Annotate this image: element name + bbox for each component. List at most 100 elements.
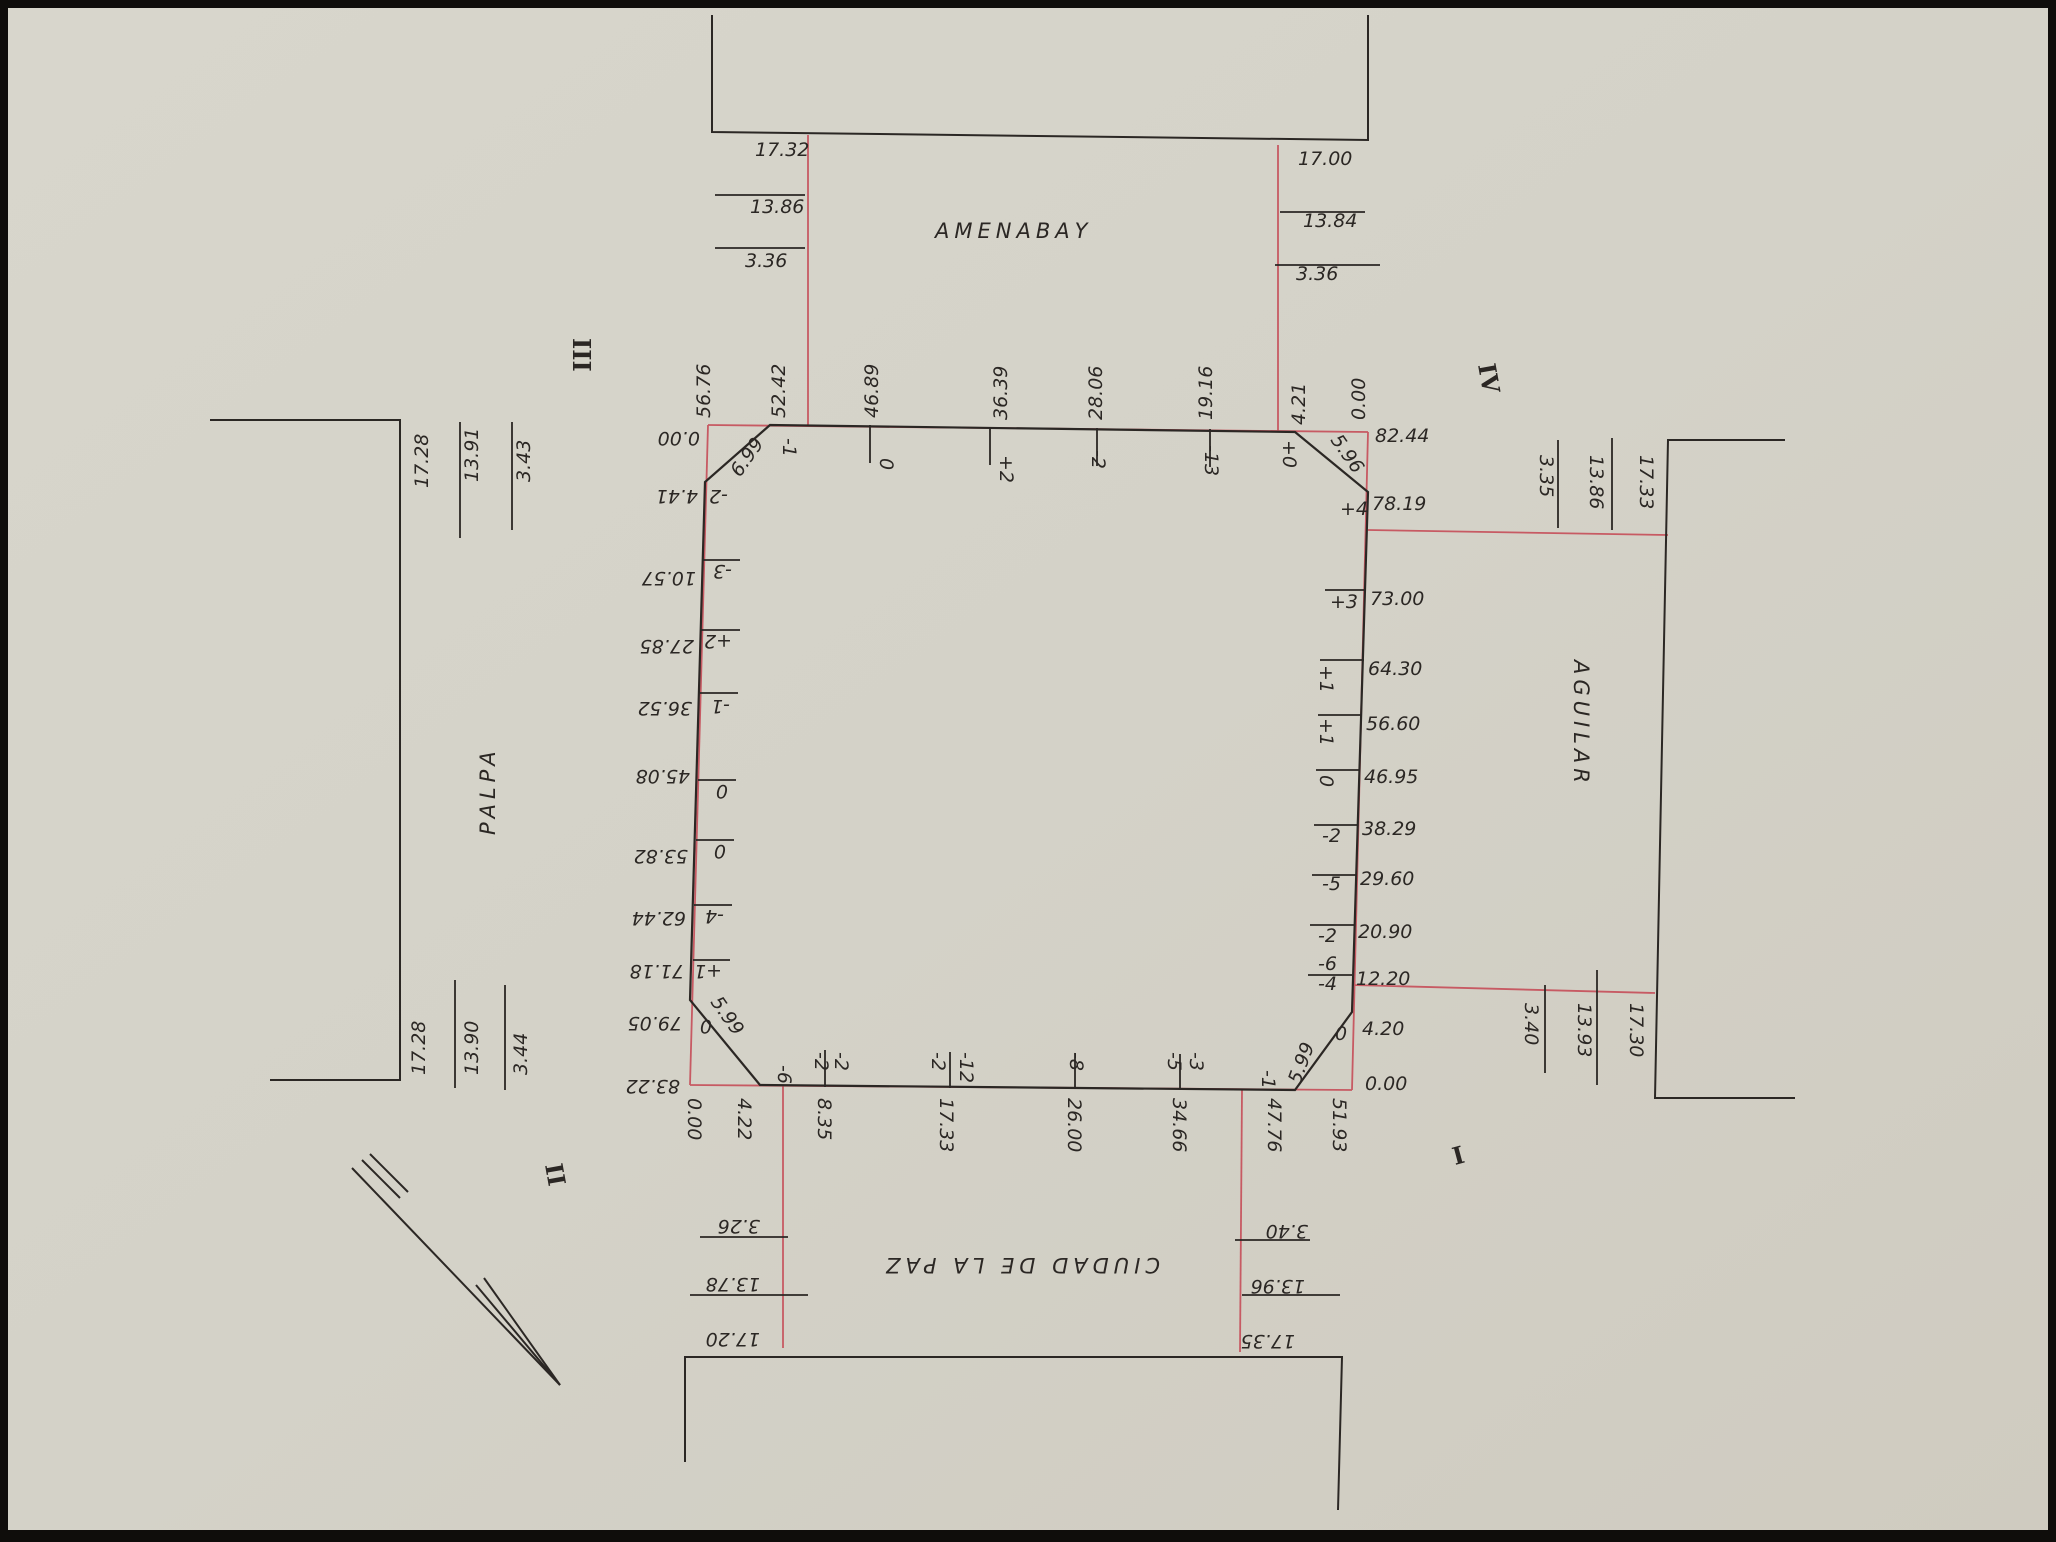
station-label: 0.00	[658, 427, 700, 449]
offset-label: +2	[704, 630, 732, 652]
station-label: 4.20	[1362, 1018, 1404, 1040]
offset-label: -1	[778, 438, 800, 457]
offset-label: 0	[1335, 1023, 1347, 1045]
street-name-west: PALPA	[476, 746, 500, 835]
width-label: 13.90	[461, 1021, 483, 1075]
block-outline	[688, 423, 1370, 1092]
offset-label: -2	[810, 1052, 832, 1071]
station-label: 46.95	[1364, 766, 1418, 788]
station-label: 10.57	[642, 567, 696, 589]
width-label: 3.26	[718, 1215, 760, 1237]
width-label: 3.40	[1520, 1003, 1542, 1045]
station-label: 12.20	[1356, 968, 1410, 990]
offset-label: -1	[1257, 1070, 1279, 1089]
station-label: 56.60	[1366, 713, 1420, 735]
width-label: 17.00	[1298, 148, 1352, 170]
station-label: 27.85	[640, 635, 694, 657]
width-label: 17.20	[706, 1328, 760, 1350]
offset-label: -3	[1185, 1052, 1207, 1071]
station-label: 19.16	[1195, 366, 1217, 420]
offset-label: +1	[694, 960, 722, 982]
width-label: 17.28	[411, 434, 433, 488]
station-label: 4.41	[656, 485, 698, 507]
offset-label: +0	[1278, 440, 1300, 468]
width-label: 17.28	[408, 1021, 430, 1075]
offset-label: -5	[1163, 1052, 1185, 1071]
station-label: 17.33	[935, 1098, 957, 1152]
width-tick-lines	[454, 194, 1613, 1296]
station-label: 62.44	[632, 907, 686, 929]
width-label: 3.36	[1296, 263, 1338, 285]
north-arrow-icon	[351, 1153, 561, 1386]
offset-label: 0	[875, 458, 897, 470]
station-label: 64.30	[1368, 658, 1422, 680]
paper	[8, 8, 2048, 1530]
width-label: 13.91	[461, 428, 483, 482]
station-label: 52.42	[768, 364, 790, 418]
station-label: 73.00	[1370, 588, 1424, 610]
offset-label: 0	[716, 780, 728, 802]
width-label: 13.86	[1585, 455, 1607, 509]
quadrant-label: II	[539, 1161, 571, 1188]
station-label: 29.60	[1360, 868, 1414, 890]
offset-label: -8	[1065, 1052, 1087, 1071]
station-label: 56.76	[693, 364, 715, 418]
street-name-south: CIUDAD DE LA PAZ	[881, 1253, 1160, 1277]
station-label: 4.22	[733, 1098, 755, 1140]
station-label: 79.05	[628, 1012, 682, 1034]
station-ticks	[693, 425, 1366, 1090]
width-label: 3.43	[513, 440, 535, 482]
offset-label: +3	[1330, 591, 1358, 613]
station-label: 51.93	[1328, 1098, 1350, 1152]
width-label: 17.33	[1635, 455, 1657, 509]
offset-label: +1	[1315, 665, 1337, 693]
station-label: 0.00	[1348, 378, 1370, 420]
width-label: 13.86	[750, 196, 804, 218]
station-label: 36.52	[638, 697, 692, 719]
width-label: 13.78	[706, 1273, 760, 1295]
width-label: 3.44	[510, 1033, 532, 1075]
adjacent-blocks	[210, 15, 1795, 1511]
station-label: 20.90	[1358, 921, 1412, 943]
station-label: 28.06	[1085, 366, 1107, 420]
offset-label: +1	[1315, 718, 1337, 746]
offset-label: -1	[711, 695, 730, 717]
width-label: 13.96	[1251, 1275, 1305, 1297]
station-label: 78.19	[1372, 493, 1426, 515]
width-label: 13.93	[1573, 1003, 1595, 1057]
quadrant-label: IV	[1472, 361, 1506, 396]
offset-label: -12	[955, 1052, 977, 1083]
offset-label: +4	[1340, 498, 1368, 520]
station-label: 38.29	[1362, 818, 1416, 840]
station-label: 82.44	[1375, 425, 1429, 447]
offset-label: -2	[1087, 450, 1109, 469]
offset-label: -4	[705, 905, 724, 927]
width-label: 17.35	[1241, 1330, 1295, 1352]
station-label: 71.18	[630, 960, 684, 982]
offset-label: -2	[1318, 925, 1337, 947]
width-label: 13.84	[1303, 210, 1357, 232]
quadrant-label: III	[567, 338, 596, 372]
offset-label: -3	[713, 560, 732, 582]
width-label: 3.40	[1266, 1220, 1308, 1242]
station-label: 45.08	[636, 765, 690, 787]
station-label: 4.21	[1288, 383, 1310, 425]
street-name-east: AGUILAR	[1569, 658, 1593, 788]
offset-label: -4	[1318, 973, 1337, 995]
station-label: 8.35	[813, 1098, 835, 1140]
offset-label: -6	[773, 1065, 795, 1084]
station-label: 83.22	[626, 1075, 680, 1097]
offset-label: -13	[1200, 445, 1222, 476]
station-label: 53.82	[634, 845, 688, 867]
offset-label: 0	[1315, 775, 1337, 787]
offset-label: -5	[1322, 873, 1341, 895]
width-label: 3.36	[745, 250, 787, 272]
width-label: 3.35	[1535, 455, 1557, 497]
station-label: 26.00	[1063, 1098, 1085, 1152]
offset-label: +2	[995, 455, 1017, 483]
station-label: 0.00	[683, 1098, 705, 1140]
station-label: 34.66	[1168, 1098, 1190, 1152]
offset-label: 0	[714, 840, 726, 862]
